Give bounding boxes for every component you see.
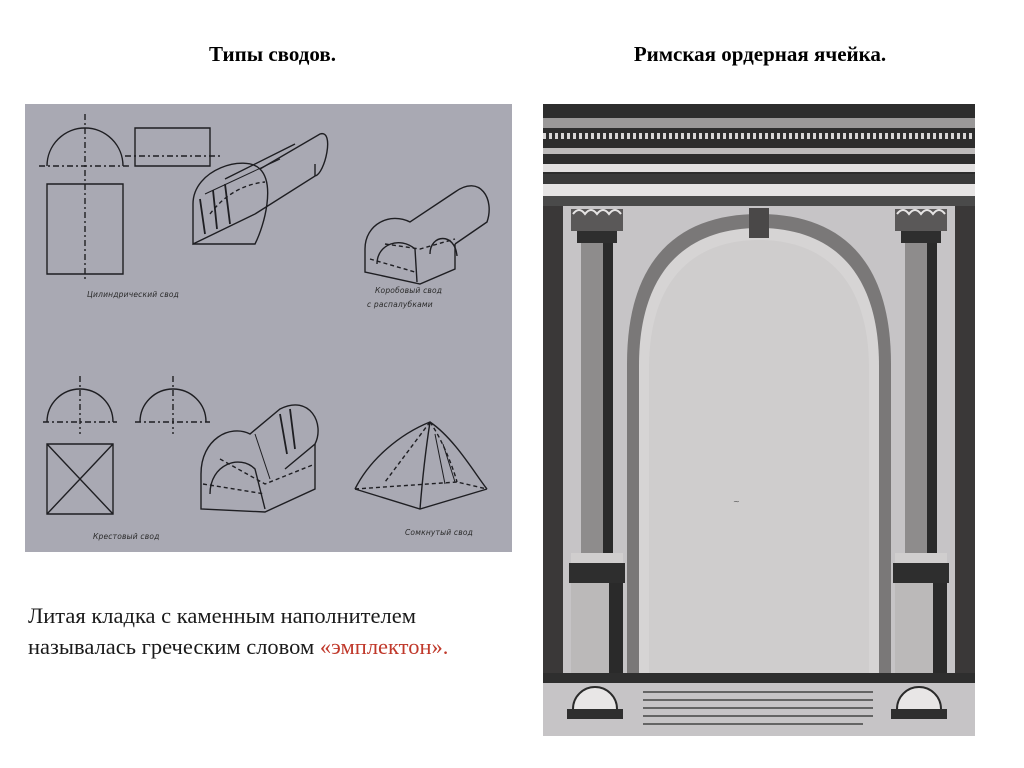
body-text: Литая кладка с каменным наполнителем наз… bbox=[28, 600, 528, 662]
emplekton-term: «эмплектон». bbox=[319, 634, 449, 659]
left-column bbox=[569, 209, 625, 673]
cross-vault-caption: Крестовый свод bbox=[93, 532, 160, 541]
vault-types-figure: Цилиндрический свод Коробовый свод с рас… bbox=[25, 104, 512, 552]
arch bbox=[627, 208, 891, 704]
vault-drawings bbox=[25, 104, 512, 552]
body-line-2: называлась греческим словом «эмплектон». bbox=[28, 631, 528, 662]
cylindrical-vault-3d bbox=[193, 134, 328, 244]
box-vault-caption-line2: с распалубками bbox=[367, 300, 433, 309]
cross-vault-orthographic bbox=[43, 376, 210, 514]
cross-vault-3d bbox=[201, 405, 318, 512]
body-line-1: Литая кладка с каменным наполнителем bbox=[28, 603, 416, 628]
handwritten-caption-lines bbox=[643, 692, 873, 724]
cloister-vault-caption: Сомкнутый свод bbox=[405, 528, 474, 537]
arch-annotation-1: ~ bbox=[733, 497, 740, 506]
roman-order-cell-figure: ~ bbox=[543, 104, 975, 736]
vault-types-title: Типы сводов. bbox=[209, 42, 336, 66]
right-column bbox=[893, 209, 949, 673]
body-line-2-prefix: называлась греческим словом bbox=[28, 634, 320, 659]
cylindrical-vault-orthographic bbox=[39, 114, 221, 279]
box-vault-3d bbox=[365, 186, 489, 284]
cloister-vault-3d bbox=[355, 422, 487, 509]
plan-circles bbox=[567, 687, 947, 719]
order-cell-drawing: ~ bbox=[543, 104, 975, 736]
cylindrical-vault-caption: Цилиндрический свод bbox=[87, 290, 180, 299]
roman-order-cell-title: Римская ордерная ячейка. bbox=[633, 42, 887, 66]
box-vault-caption-line1: Коробовый свод bbox=[375, 286, 443, 295]
